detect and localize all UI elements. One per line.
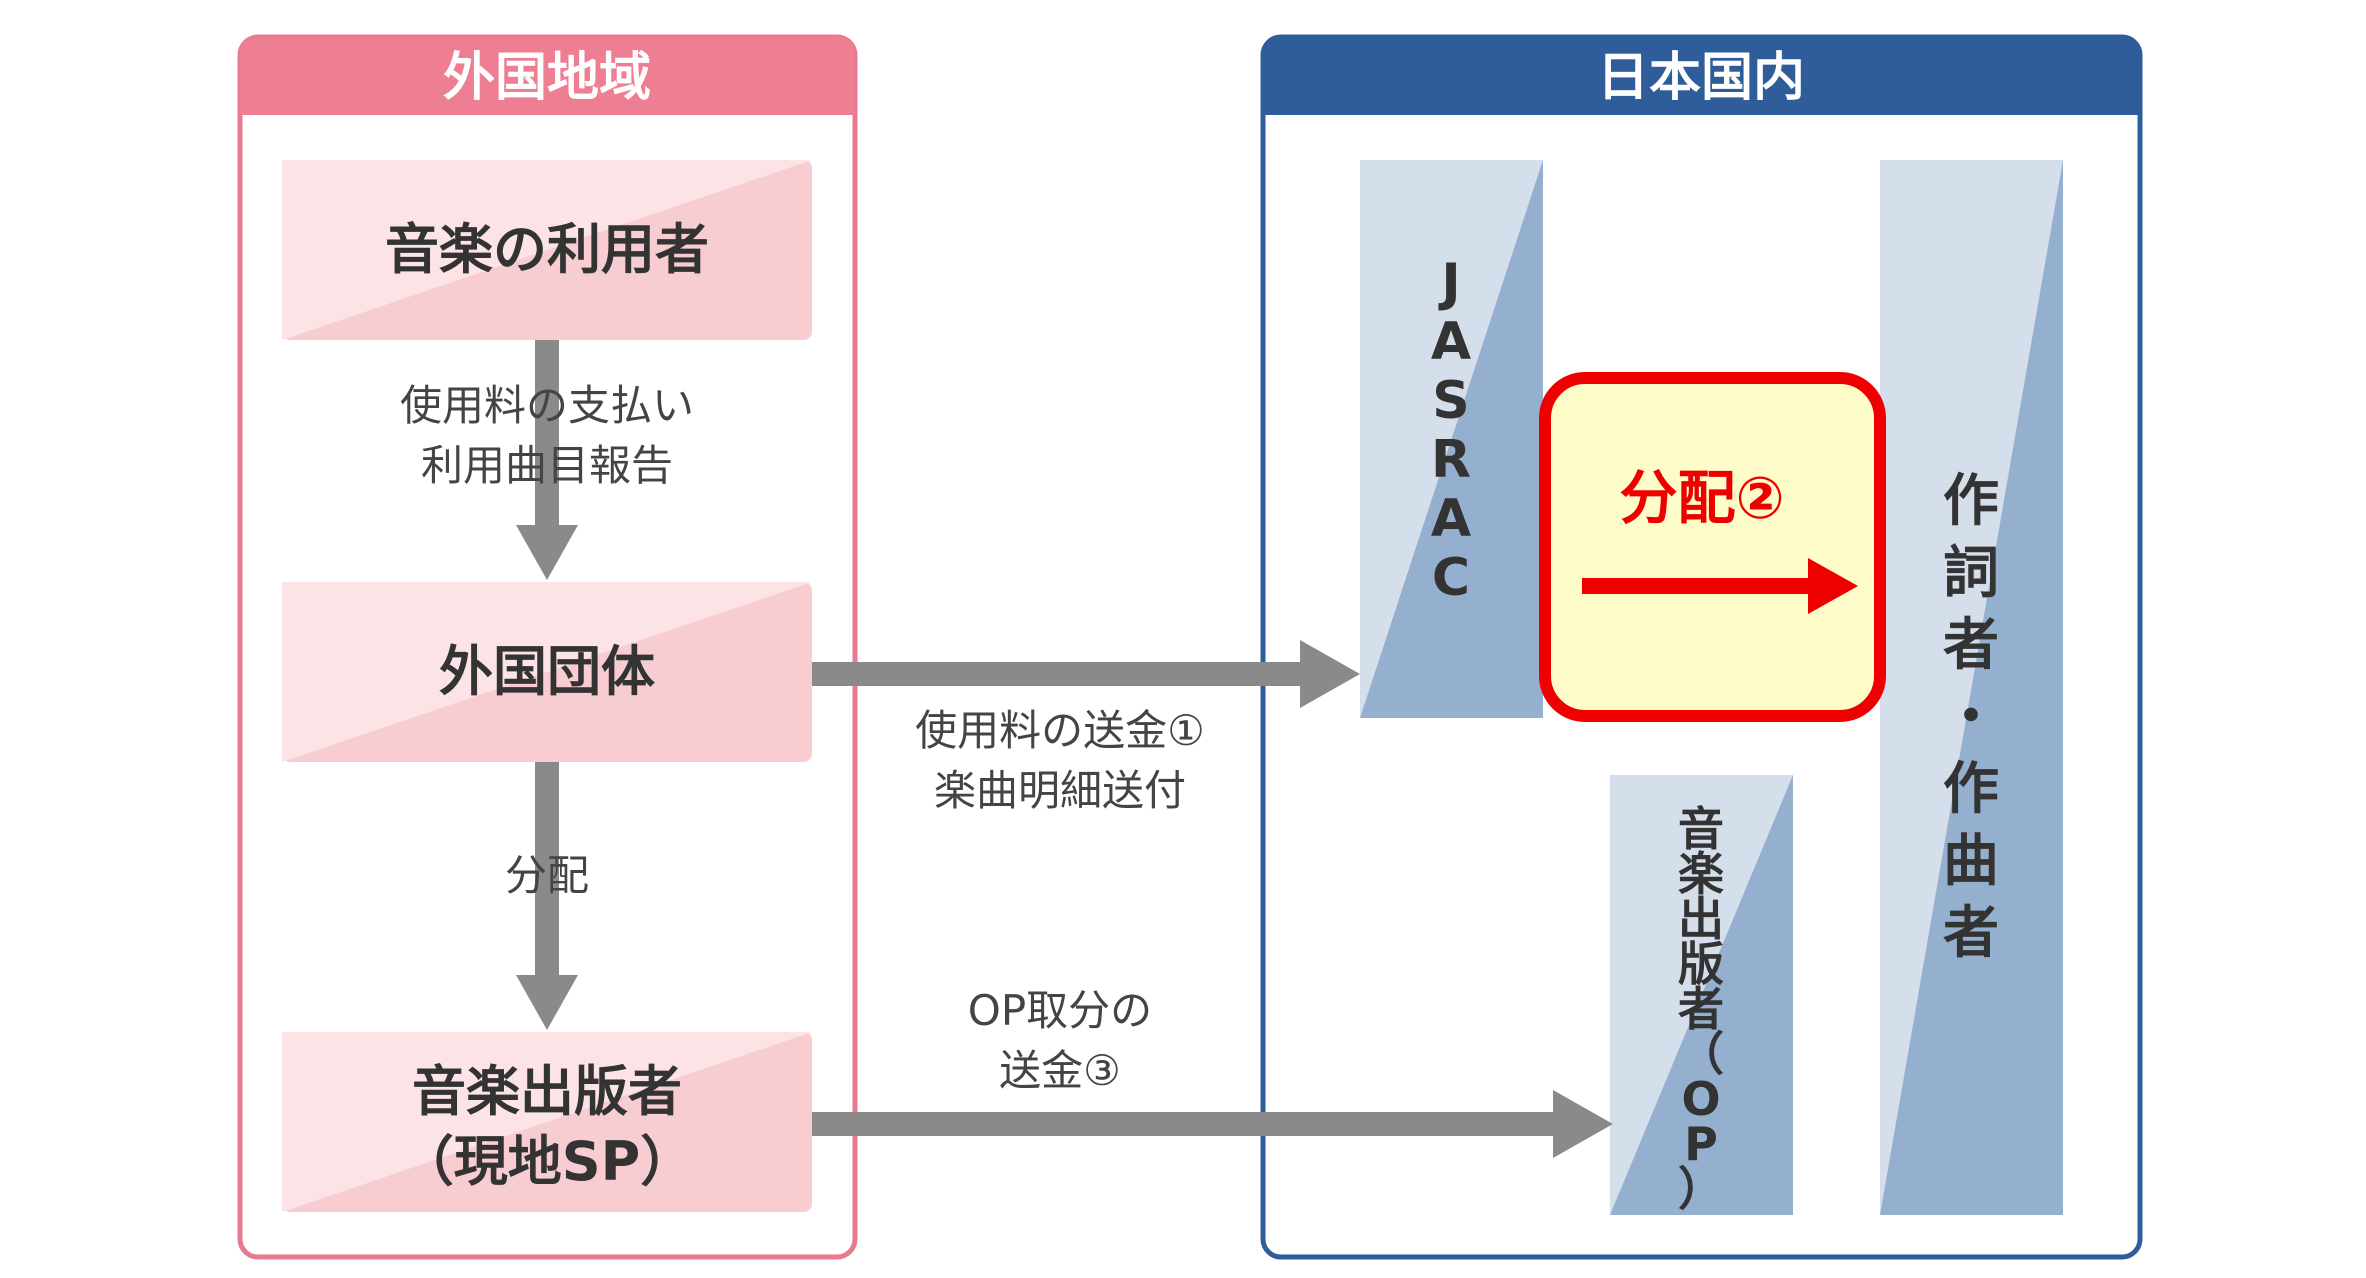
remittance-label-line2: 楽曲明細送付 [934,766,1186,815]
distribution-2-arrowhead [1808,558,1858,614]
music-user-box: 音楽の利用者 [282,160,812,340]
distribution-2-highlight: 分配② [1539,372,1886,722]
jasrac-label-char: R [1431,430,1471,490]
op-share-label-line1: OP取分の [968,986,1152,1035]
lyricist-composer-label-char: 作 [1943,469,1999,534]
remittance-arrow [812,640,1360,708]
music-publisher-op-label-char: 者 [1678,982,1724,1036]
lyricist-composer-label-char: 者 [1943,613,1999,678]
foreign-society-box: 外国団体 [282,582,812,762]
lyricist-composer-label-char: 曲 [1943,829,1999,894]
payment-label-line1: 使用料の支払い [400,381,694,430]
distribution-2-arrow-shaft [1582,578,1812,594]
music-user-label: 音楽の利用者 [385,218,709,281]
music-publisher-op-label-char: 出 [1678,892,1724,946]
jasrac-label-char: A [1431,312,1471,372]
local-publisher-label-line2: （現地SP） [400,1130,694,1193]
arrowhead-user-to-society [516,525,578,580]
payment-label-line2: 利用曲目報告 [421,441,673,490]
foreign-society-label: 外国団体 [439,640,655,703]
foreign-panel-header [240,37,855,115]
lyricist-composer-label-char: ・ [1943,685,1999,750]
jasrac-label-char: J [1438,253,1460,313]
arrow-shaft-user-to-society [535,338,559,528]
arrow-shaft-society-to-publisher [535,762,559,977]
op-share-arrow [812,1090,1613,1158]
music-publisher-op-label-char: 版 [1678,937,1724,991]
arrowhead-society-to-publisher [516,975,578,1030]
music-publisher-op-label-char: O [1681,1072,1720,1126]
jasrac-label-char: S [1432,371,1469,431]
op-share-label-line2: 送金③ [999,1046,1121,1095]
foreign-panel-title: 外国地域 [443,48,651,108]
lyricist-composer-label: 作詞者・作曲者 [1943,469,1999,966]
foreign-vertical-arrows [516,338,578,1030]
music-publisher-op-label-char: （ [1678,1027,1724,1081]
remittance-label-line1: 使用料の送金① [915,706,1205,755]
lyricist-composer-label-char: 作 [1943,757,1999,822]
distribution-2-label: 分配② [1619,464,1784,532]
music-publisher-op-label-char: ） [1678,1162,1724,1216]
domestic-panel-title: 日本国内 [1597,48,1805,108]
music-publisher-op-bar: 音楽出版者（OP） [1610,775,1793,1216]
lyricist-composer-label-char: 詞 [1943,541,1999,606]
domestic-panel-header [1263,37,2140,115]
lyricist-composer-label-char: 者 [1943,901,1999,966]
music-publisher-op-label-char: 楽 [1678,847,1724,901]
music-publisher-op-label: 音楽出版者（OP） [1678,802,1724,1216]
music-publisher-op-label-char: P [1684,1117,1718,1171]
jasrac-label-char: C [1432,548,1470,608]
music-publisher-op-label-char: 音 [1678,802,1724,856]
local-publisher-box: 音楽出版者 （現地SP） [282,1032,812,1212]
distribution-label: 分配 [505,851,589,900]
lyricist-composer-bar: 作詞者・作曲者 [1880,160,2063,1215]
local-publisher-label-line1: 音楽出版者 [412,1060,682,1123]
jasrac-label-char: A [1431,489,1471,549]
